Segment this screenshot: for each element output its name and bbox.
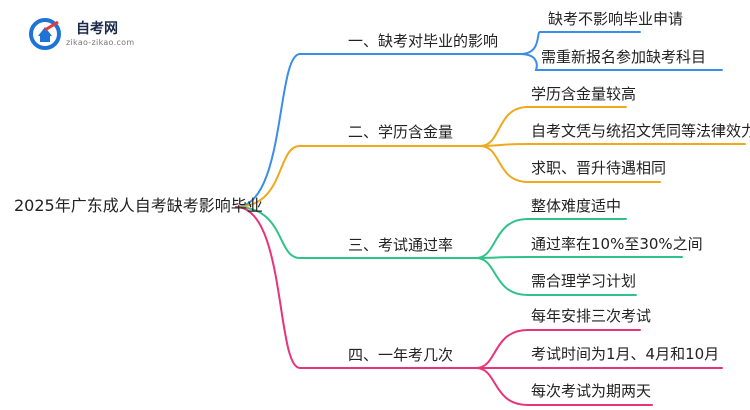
branch-4-leaf-1-connector	[475, 329, 641, 369]
branch-1-connector	[235, 53, 521, 208]
branch-4-label[interactable]: 四、一年考几次	[348, 346, 454, 364]
branch-2-connector	[235, 145, 481, 208]
branch-3-leaf-1[interactable]: 整体难度适中	[531, 197, 622, 215]
branch-3-leaf-3[interactable]: 需合理学习计划	[531, 272, 637, 290]
branch-3-leaf-3-connector	[475, 257, 637, 296]
branch-2-leaf-3[interactable]: 求职、晋升待遇相同	[531, 159, 667, 177]
branch-1-leaf-2-connector	[519, 53, 723, 71]
branch-1-leaf-1[interactable]: 缺考不影响毕业申请	[548, 10, 684, 28]
branch-3-label[interactable]: 三、考试通过率	[348, 236, 454, 254]
branch-1-label[interactable]: 一、缺考对毕业的影响	[348, 32, 499, 50]
branch-4-leaf-3-connector	[475, 367, 653, 406]
logo-domain: zikao-zikao.com	[66, 38, 135, 47]
site-logo: 自考网 zikao-zikao.com	[28, 14, 168, 54]
branch-3-leaf-2[interactable]: 通过率在10%至30%之间	[531, 235, 703, 253]
branch-4-leaf-2[interactable]: 考试时间为1月、4月和10月	[531, 345, 720, 363]
branch-3-leaf-2-connector	[475, 256, 683, 259]
branch-4-connector	[235, 206, 477, 369]
branch-1-leaf-1-connector	[519, 31, 641, 55]
branch-2-leaf-3-connector	[479, 145, 661, 183]
logo-icon	[29, 18, 61, 50]
branch-3-leaf-1-connector	[475, 218, 627, 259]
branch-3-connector	[235, 206, 477, 259]
branch-4-leaf-3[interactable]: 每次考试为期两天	[531, 382, 652, 400]
branch-2-leaf-2[interactable]: 自考文凭与统招文凭同等法律效力	[531, 122, 750, 140]
branch-4-leaf-1[interactable]: 每年安排三次考试	[531, 307, 652, 325]
branch-1-leaf-2[interactable]: 需重新报名参加缺考科目	[541, 48, 707, 66]
branch-2-leaf-2-connector	[479, 143, 746, 147]
logo-name: 自考网	[76, 21, 118, 37]
branch-2-leaf-1[interactable]: 学历含金量较高	[531, 85, 637, 103]
branch-2-leaf-1-connector	[479, 106, 627, 147]
branch-2-label[interactable]: 二、学历含金量	[348, 123, 454, 141]
root-topic[interactable]: 2025年广东成人自考缺考影响毕业	[14, 196, 263, 215]
